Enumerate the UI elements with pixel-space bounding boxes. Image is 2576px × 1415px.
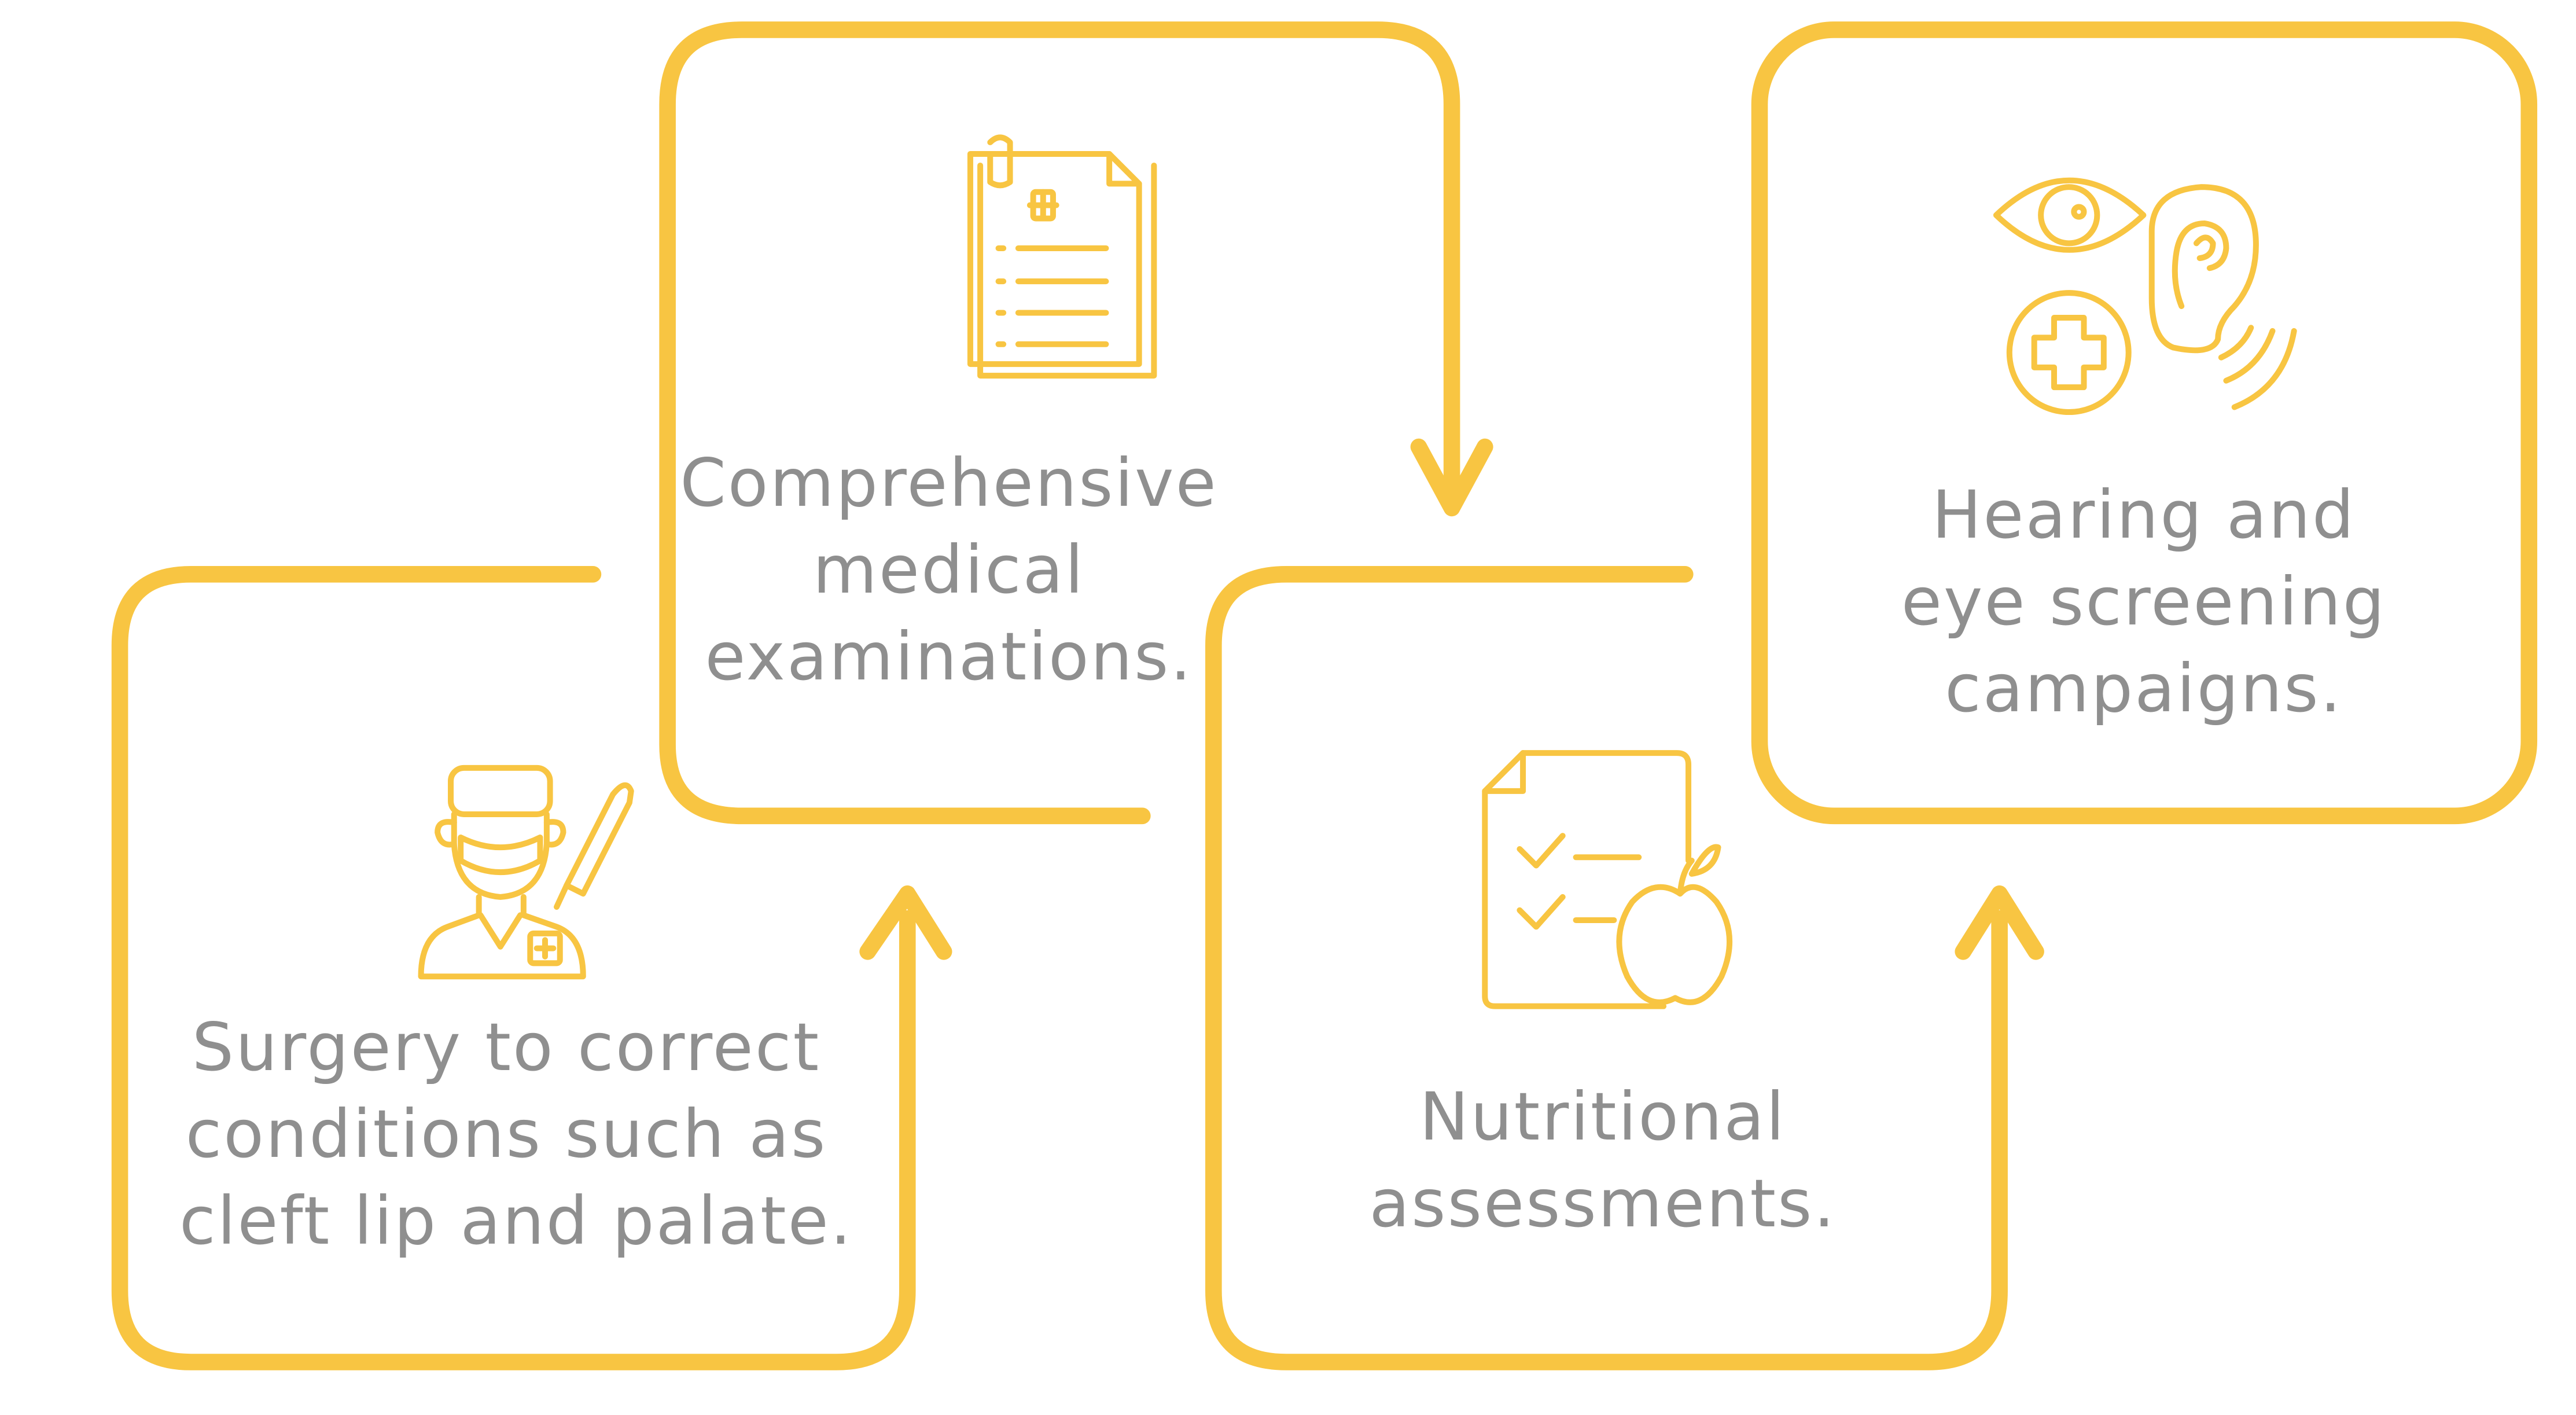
surgeon-icon xyxy=(418,765,634,980)
box-nutrition-outline xyxy=(1205,566,2008,1370)
box-surgery-outline xyxy=(111,566,916,1370)
step-screening-line-1: Hearing and xyxy=(1931,476,2356,553)
step-examinations-line-3: examinations. xyxy=(705,618,1193,695)
step-screening-line-2: eye screening xyxy=(1901,563,2387,640)
arrow-down-to-nutrition xyxy=(1410,438,1493,517)
nutrition-checklist-icon xyxy=(1482,750,1733,1009)
step-nutrition-line-2: assessments. xyxy=(1369,1165,1837,1242)
step-examinations-line-2: medical xyxy=(812,531,1085,608)
eye-ear-screening-icon xyxy=(1993,177,2297,416)
step-surgery-line-3: cleft lip and palate. xyxy=(179,1182,853,1259)
box-screening-outline xyxy=(1751,21,2538,825)
step-nutrition-line-1: Nutritional xyxy=(1419,1078,1786,1155)
step-surgery-text: Surgery to correct conditions such as cl… xyxy=(179,1004,853,1265)
step-screening-line-3: campaigns. xyxy=(1945,650,2343,727)
arrow-up-to-examinations xyxy=(859,885,952,960)
box-examinations-outline xyxy=(659,21,1460,825)
arrow-up-to-screening xyxy=(1955,885,2044,960)
step-nutrition-text: Nutritional assessments. xyxy=(1342,1074,1863,1247)
step-examinations-text: Comprehensive medical examinations. xyxy=(674,440,1224,700)
step-examinations-line-1: Comprehensive xyxy=(680,444,1218,521)
step-surgery-line-1: Surgery to correct xyxy=(192,1009,821,1086)
step-screening-text: Hearing and eye screening campaigns. xyxy=(1878,472,2410,732)
medical-report-icon xyxy=(967,134,1157,379)
step-surgery-line-2: conditions such as xyxy=(185,1096,827,1173)
